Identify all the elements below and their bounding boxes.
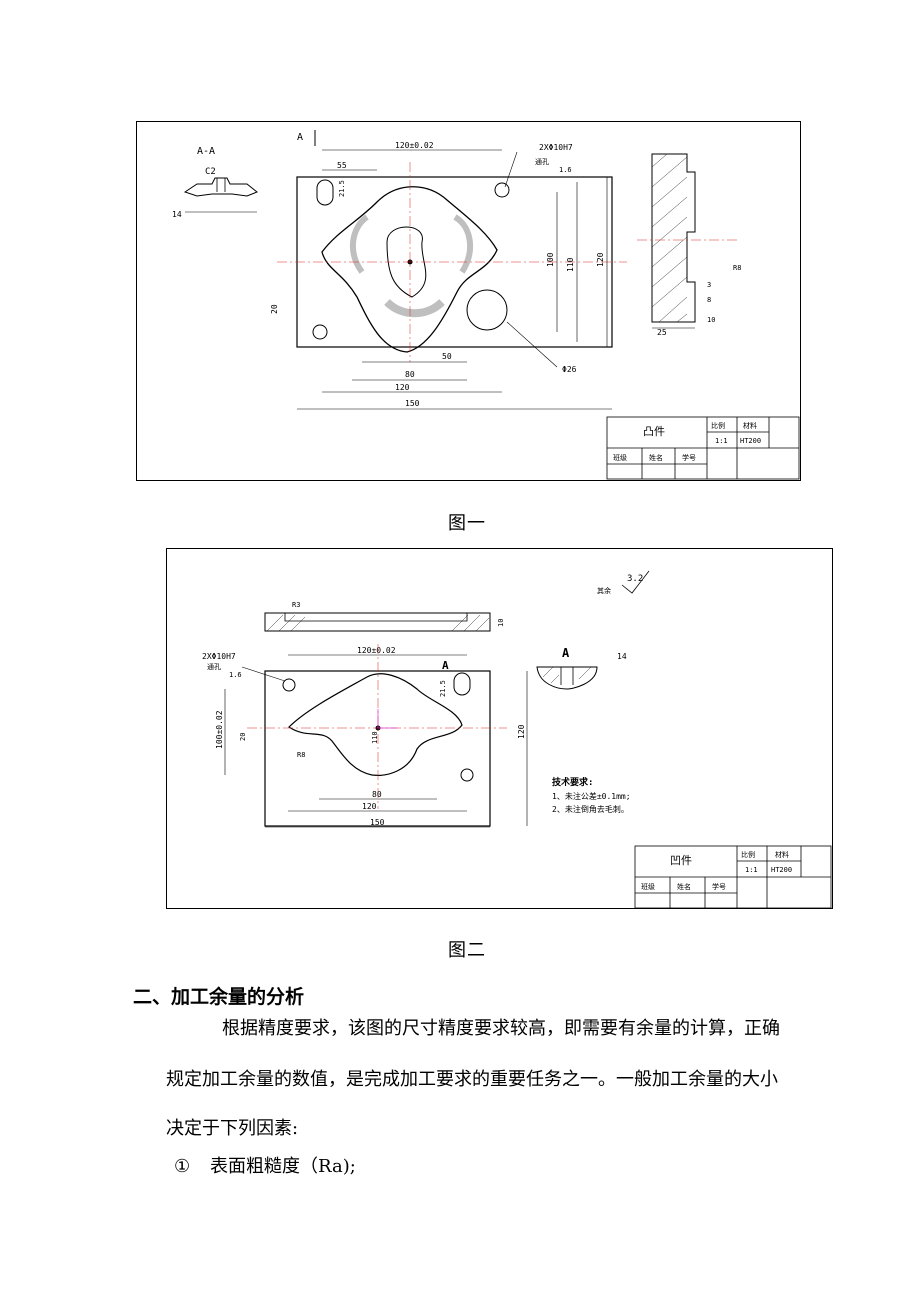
tech-item2: 2、未注倒角去毛刺。 [552, 804, 629, 814]
dim2-120b: 120 [362, 802, 377, 811]
chamfer-label: C2 [205, 167, 216, 177]
rough-label: 1.6 [559, 166, 572, 174]
list-marker: ① [174, 1156, 191, 1177]
dim-21-5: 21.5 [338, 180, 346, 197]
tb1-id: 学号 [682, 453, 696, 462]
figure1-caption: 图一 [448, 513, 486, 534]
tb2-material-label: 材料 [775, 850, 789, 859]
section-heading: 二、加工余量的分析 [133, 986, 305, 1008]
dim-width-tol: 120±0.02 [395, 141, 434, 150]
tb2-name: 姓名 [677, 882, 691, 891]
dim2-120v: 120 [517, 724, 526, 739]
dim2-100: 100±0.02 [215, 710, 224, 749]
dim-120v: 120 [596, 252, 605, 267]
dim-110: 110 [566, 257, 575, 272]
dim-80: 80 [405, 370, 415, 379]
rest-label: 其余 [597, 586, 611, 595]
dim-10-top: 10 [497, 619, 505, 627]
dim-150: 150 [405, 399, 420, 408]
para-line1: 根据精度要求，该图的尺寸精度要求较高，即需要有余量的计算，正确 [222, 1018, 780, 1039]
view-label-2: A [442, 659, 449, 672]
dim2-150: 150 [370, 818, 385, 827]
figure2-drawing: 3.2 其余 R3 10 A 120±0.02 2XΦ10H7 通孔 1.6 2… [166, 548, 833, 909]
r3-label: R3 [292, 601, 300, 609]
dim-10: 10 [707, 316, 715, 324]
tb2-material: HT200 [771, 866, 792, 874]
tb2-scale: 1:1 [745, 866, 758, 874]
tech-item1: 1、未注公差±0.1mm; [552, 791, 631, 801]
dim2-20: 20 [239, 733, 247, 741]
figure1-drawing: A-A C2 14 A 120±0.02 55 2XΦ10H7 通孔 1.6 2… [136, 121, 801, 481]
tb2-id: 学号 [712, 882, 726, 891]
tb1-scale-label: 比例 [711, 421, 725, 430]
rough-all: 3.2 [627, 574, 643, 584]
tb2-class: 班级 [641, 882, 655, 891]
hole-label: 2XΦ10H7 [539, 143, 573, 152]
dim-100: 100 [546, 252, 555, 267]
figure2-svg: 3.2 其余 R3 10 A 120±0.02 2XΦ10H7 通孔 1.6 2… [202, 570, 832, 908]
dim-20: 20 [270, 304, 279, 314]
tb1-material-label: 材料 [743, 421, 757, 430]
dim2-110: 110 [371, 731, 379, 744]
view-label: A [297, 132, 303, 143]
section-label: A-A [197, 146, 215, 157]
dim2-r8: R8 [297, 751, 305, 759]
through-label-2: 通孔 [207, 662, 221, 671]
para-line3: 决定于下列因素: [166, 1118, 299, 1139]
dim-14: 14 [172, 210, 182, 219]
tb1-scale: 1:1 [715, 437, 728, 445]
dim2-14: 14 [617, 652, 627, 661]
dim-26: Φ26 [562, 365, 577, 374]
rough-label-2: 1.6 [229, 671, 242, 679]
detail-a: A [562, 646, 570, 660]
through-label: 通孔 [535, 157, 549, 166]
hole-label-2: 2XΦ10H7 [202, 652, 236, 661]
tb2-scale-label: 比例 [741, 850, 755, 859]
dim-120b: 120 [395, 383, 410, 392]
dim-50: 50 [442, 352, 452, 361]
tb1-part: 凸件 [643, 425, 665, 438]
dim-25: 25 [657, 328, 667, 337]
tb1-material: HT200 [740, 437, 761, 445]
list-item-1: 表面粗糙度（Ra); [210, 1156, 356, 1177]
dim-3: 3 [707, 281, 711, 289]
dim2-width-tol: 120±0.02 [357, 646, 396, 655]
dim-8: 8 [707, 296, 711, 304]
dim-55: 55 [337, 161, 347, 170]
tb1-class: 班级 [613, 453, 627, 462]
tech-title: 技术要求: [552, 776, 593, 788]
dim-r8: R8 [733, 264, 741, 272]
tb2-part: 凹件 [670, 854, 692, 867]
dim2-21-5: 21.5 [439, 680, 447, 697]
tb1-name: 姓名 [649, 453, 663, 462]
figure2-caption: 图二 [448, 940, 486, 961]
dim2-80: 80 [372, 790, 382, 799]
figure1-svg: A-A C2 14 A 120±0.02 55 2XΦ10H7 通孔 1.6 2… [172, 130, 800, 480]
para-line2: 规定加工余量的数值，是完成加工要求的重要任务之一。一般加工余量的大小 [166, 1069, 778, 1090]
